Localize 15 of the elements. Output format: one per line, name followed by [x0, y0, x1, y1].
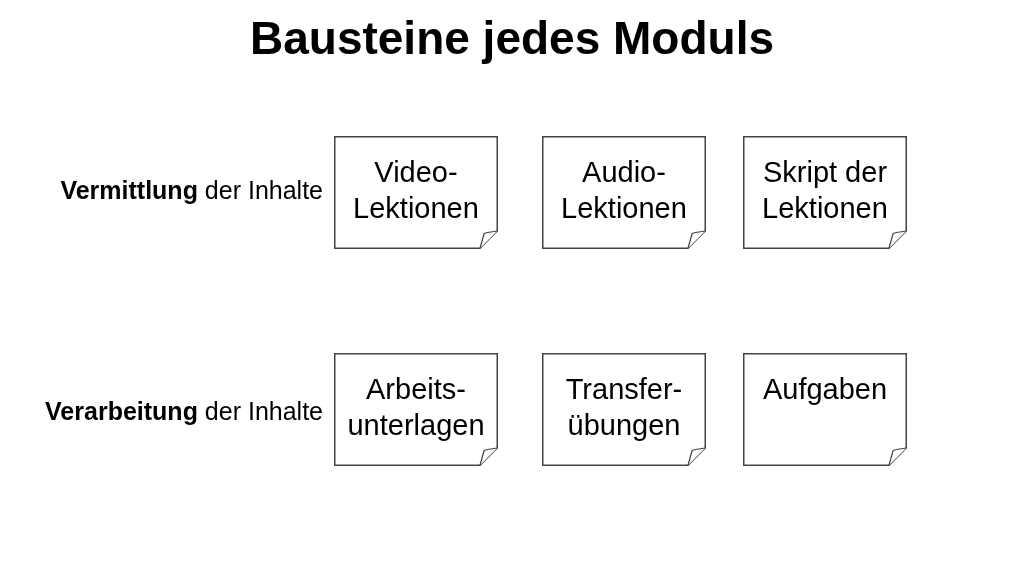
card-text: Transfer- übungen — [564, 372, 684, 443]
row-label: Vermittlung der Inhalte — [60, 175, 323, 205]
card-text: Arbeits- unterlagen — [346, 372, 486, 443]
document-card — [334, 136, 498, 249]
card-text: Aufgaben — [761, 372, 889, 407]
document-card — [743, 136, 907, 249]
card-text: Skript der Lektionen — [761, 155, 889, 226]
document-card — [743, 353, 907, 466]
document-card — [542, 136, 706, 249]
document-card — [542, 353, 706, 466]
document-card — [334, 353, 498, 466]
card-text: Audio- Lektionen — [560, 155, 688, 226]
row-label: Verarbeitung der Inhalte — [45, 396, 323, 426]
card-text: Video- Lektionen — [352, 155, 480, 226]
diagram-title: Bausteine jedes Moduls — [250, 11, 774, 66]
